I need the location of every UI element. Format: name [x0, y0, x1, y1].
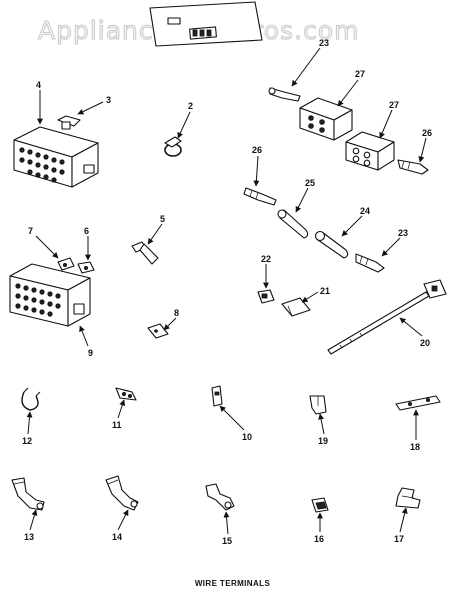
- leader-11: [117, 399, 126, 419]
- callout-17: 17: [394, 534, 404, 544]
- callout-16: 16: [314, 534, 324, 544]
- leader-12: [26, 411, 33, 435]
- kit-card: [149, 1, 263, 47]
- callout-27-b: 27: [389, 100, 399, 110]
- callout-4: 4: [36, 80, 41, 90]
- leader-13: [29, 509, 38, 531]
- leader-27-b: [379, 109, 393, 139]
- terminal-part-11: [115, 387, 137, 401]
- callout-23-top: 23: [319, 38, 329, 48]
- terminal-part-16: [311, 497, 329, 513]
- terminal-part-8: [147, 323, 169, 339]
- splice-part-25: [277, 209, 309, 239]
- terminal-part-23-right: [355, 253, 385, 273]
- callout-15: 15: [222, 536, 232, 546]
- callout-8: 8: [174, 308, 179, 318]
- callout-2: 2: [188, 101, 193, 111]
- callout-7: 7: [28, 226, 33, 236]
- callout-10: 10: [242, 432, 252, 442]
- terminal-part-19: [309, 395, 327, 415]
- callout-11: 11: [112, 420, 122, 430]
- connector-part-27-a: [299, 97, 353, 141]
- leader-21: [301, 291, 319, 303]
- leader-5: [147, 223, 163, 245]
- leader-26-right: [418, 137, 427, 163]
- leader-2: [177, 111, 191, 139]
- callout-27-a: 27: [355, 69, 365, 79]
- leader-lines: [26, 47, 427, 535]
- leader-14: [117, 509, 129, 531]
- terminal-part-18: [395, 395, 441, 411]
- callout-3: 3: [106, 95, 111, 105]
- callout-21: 21: [320, 286, 330, 296]
- leader-20: [399, 317, 423, 337]
- leader-27-a: [337, 79, 359, 107]
- leader-23-right: [381, 237, 401, 257]
- callout-22: 22: [261, 254, 271, 264]
- leader-24: [341, 215, 363, 237]
- terminal-part-23-top: [268, 87, 301, 102]
- terminal-part-7: [57, 257, 75, 271]
- ring-terminal-part-15: [205, 483, 235, 511]
- callout-24: 24: [360, 206, 370, 216]
- clip-part-12: [21, 387, 41, 411]
- callout-13: 13: [24, 532, 34, 542]
- leader-26-left: [253, 155, 260, 187]
- leader-9: [79, 325, 89, 347]
- callout-6: 6: [84, 226, 89, 236]
- splice-part-24: [314, 230, 349, 259]
- callout-20: 20: [420, 338, 430, 348]
- connector-part-27-b: [345, 131, 395, 171]
- callout-26-right: 26: [422, 128, 432, 138]
- connector-housing-part-9: [9, 263, 91, 327]
- callout-23-right: 23: [398, 228, 408, 238]
- leader-25: [295, 187, 309, 213]
- callout-26-left: 26: [252, 145, 262, 155]
- leader-15: [223, 511, 230, 535]
- leader-10: [219, 405, 245, 431]
- callout-25: 25: [305, 178, 315, 188]
- leader-7: [35, 235, 59, 259]
- diagram-caption: WIRE TERMINALS: [194, 579, 271, 588]
- cable-tie-part-20: [327, 279, 447, 355]
- terminal-part-3: [57, 115, 81, 130]
- callout-labels: 4 3 2 23 27 27 26 26 25 24 23 5 7 6 9 8 …: [22, 38, 432, 546]
- callout-14: 14: [112, 532, 122, 542]
- leader-8: [163, 317, 177, 331]
- leader-3: [77, 101, 104, 115]
- terminal-part-22: [257, 289, 275, 304]
- ring-terminal-part-13: [11, 477, 45, 511]
- terminal-part-10: [211, 385, 223, 407]
- ring-terminal-part-14: [105, 475, 139, 511]
- callout-18: 18: [410, 442, 420, 452]
- callout-12: 12: [22, 436, 32, 446]
- callout-5: 5: [160, 214, 165, 224]
- leader-17: [399, 507, 408, 533]
- terminal-part-17: [395, 487, 421, 509]
- callout-19: 19: [318, 436, 328, 446]
- insulator-part-21: [281, 297, 311, 317]
- terminal-part-6: [77, 261, 95, 274]
- connector-housing-part-4: [13, 126, 99, 188]
- terminal-part-26-left: [243, 187, 277, 206]
- clamp-part-2: [164, 136, 182, 157]
- terminal-part-5: [131, 241, 159, 265]
- terminal-part-26-right: [397, 159, 429, 175]
- leader-19: [318, 413, 325, 435]
- leader-23-top: [291, 47, 321, 87]
- callout-9: 9: [88, 348, 93, 358]
